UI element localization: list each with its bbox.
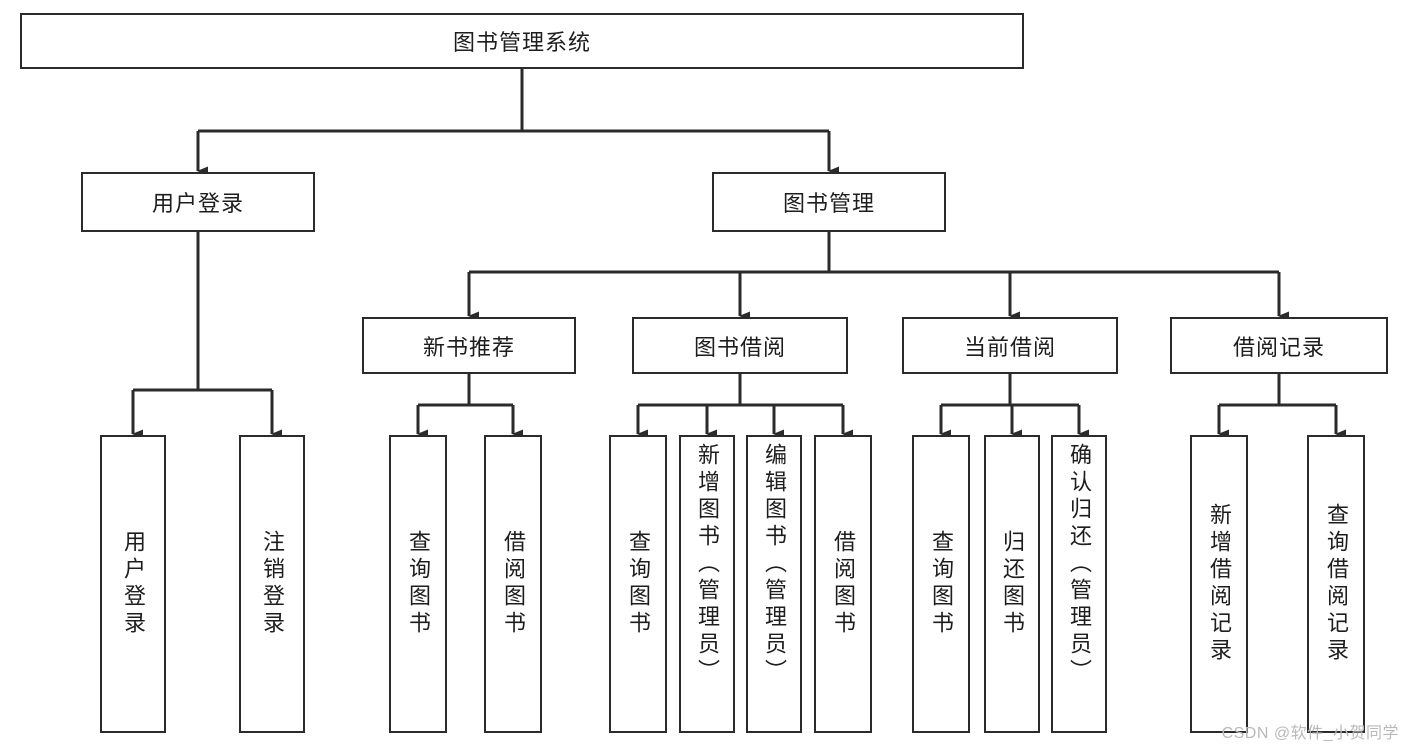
- node-label: 编辑图书（管理员）: [762, 443, 787, 686]
- node-leaf-query-book-3: 查询图书: [912, 435, 970, 733]
- node-label: 归还图书: [1000, 530, 1025, 638]
- node-leaf-confirm-return: 确认归还（管理员）: [1051, 435, 1107, 733]
- node-leaf-add-record: 新增借阅记录: [1190, 435, 1248, 733]
- node-current-borrow: 当前借阅: [902, 317, 1118, 374]
- node-label: 新增借阅记录: [1207, 503, 1232, 665]
- node-label: 用户登录: [151, 191, 244, 216]
- node-leaf-borrow-book-2: 借阅图书: [814, 435, 872, 733]
- node-label: 查询图书: [626, 530, 651, 638]
- node-label: 查询图书: [406, 530, 431, 638]
- node-label: 借阅图书: [501, 530, 526, 638]
- watermark-text: CSDN @软件_小贺同学: [1221, 725, 1399, 742]
- node-leaf-user-login: 用户登录: [100, 435, 166, 733]
- node-leaf-query-record: 查询借阅记录: [1307, 435, 1365, 733]
- node-label: 当前借阅: [963, 334, 1056, 360]
- node-label: 确认归还（管理员）: [1067, 443, 1092, 686]
- node-leaf-borrow-book-1: 借阅图书: [484, 435, 542, 733]
- node-label: 注销登录: [260, 530, 285, 638]
- node-borrow-record: 借阅记录: [1170, 317, 1388, 374]
- node-label: 查询图书: [929, 530, 954, 638]
- node-leaf-edit-book: 编辑图书（管理员）: [746, 435, 802, 733]
- node-user-login: 用户登录: [81, 172, 315, 232]
- node-leaf-return-book: 归还图书: [984, 435, 1040, 733]
- node-label: 图书管理: [782, 191, 875, 216]
- node-root: 图书管理系统: [20, 13, 1024, 69]
- node-book-manage: 图书管理: [712, 172, 946, 232]
- node-leaf-logout: 注销登录: [239, 435, 305, 733]
- node-leaf-add-book: 新增图书（管理员）: [679, 435, 735, 733]
- node-label: 查询借阅记录: [1324, 503, 1349, 665]
- node-new-book-recommend: 新书推荐: [362, 317, 576, 374]
- node-label: 用户登录: [121, 530, 146, 638]
- node-label: 新增图书（管理员）: [695, 443, 720, 686]
- node-book-borrow: 图书借阅: [632, 317, 848, 374]
- node-leaf-query-book-1: 查询图书: [389, 435, 447, 733]
- node-label: 图书借阅: [693, 334, 786, 360]
- node-label: 图书管理系统: [452, 30, 591, 55]
- node-leaf-query-book-2: 查询图书: [609, 435, 667, 733]
- node-label: 新书推荐: [422, 334, 515, 360]
- node-label: 借阅记录: [1232, 334, 1325, 360]
- node-label: 借阅图书: [831, 530, 856, 638]
